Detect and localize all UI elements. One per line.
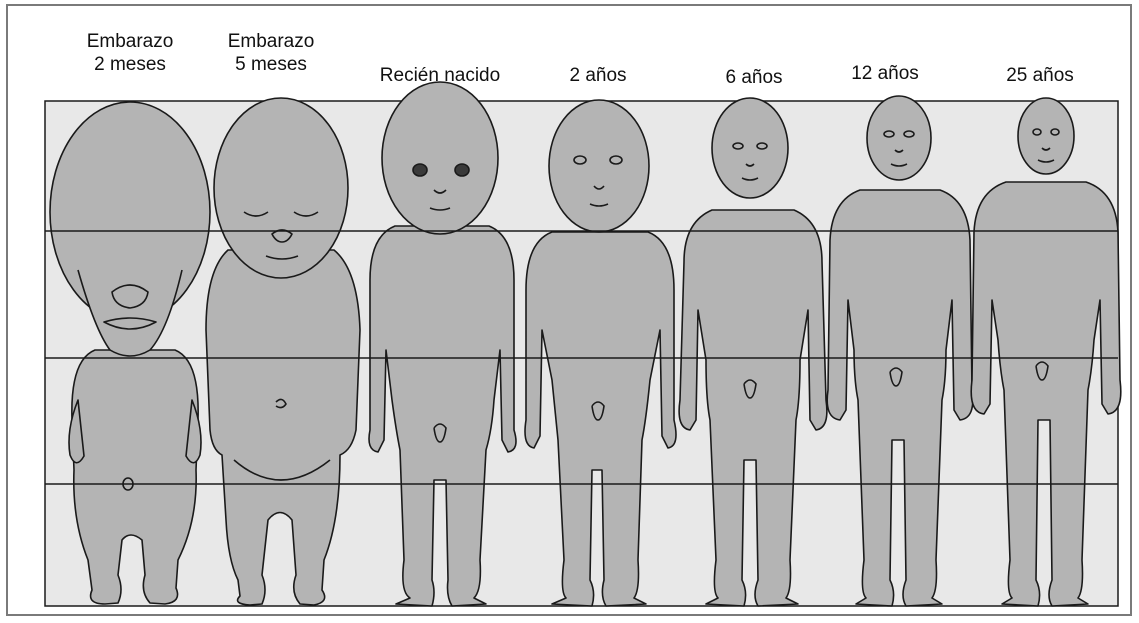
head-6-anos [712, 98, 788, 198]
head-12-anos [867, 96, 931, 180]
head-recien-nacido [382, 82, 498, 234]
head-2-anos [549, 100, 649, 232]
head-5-meses [214, 98, 348, 278]
